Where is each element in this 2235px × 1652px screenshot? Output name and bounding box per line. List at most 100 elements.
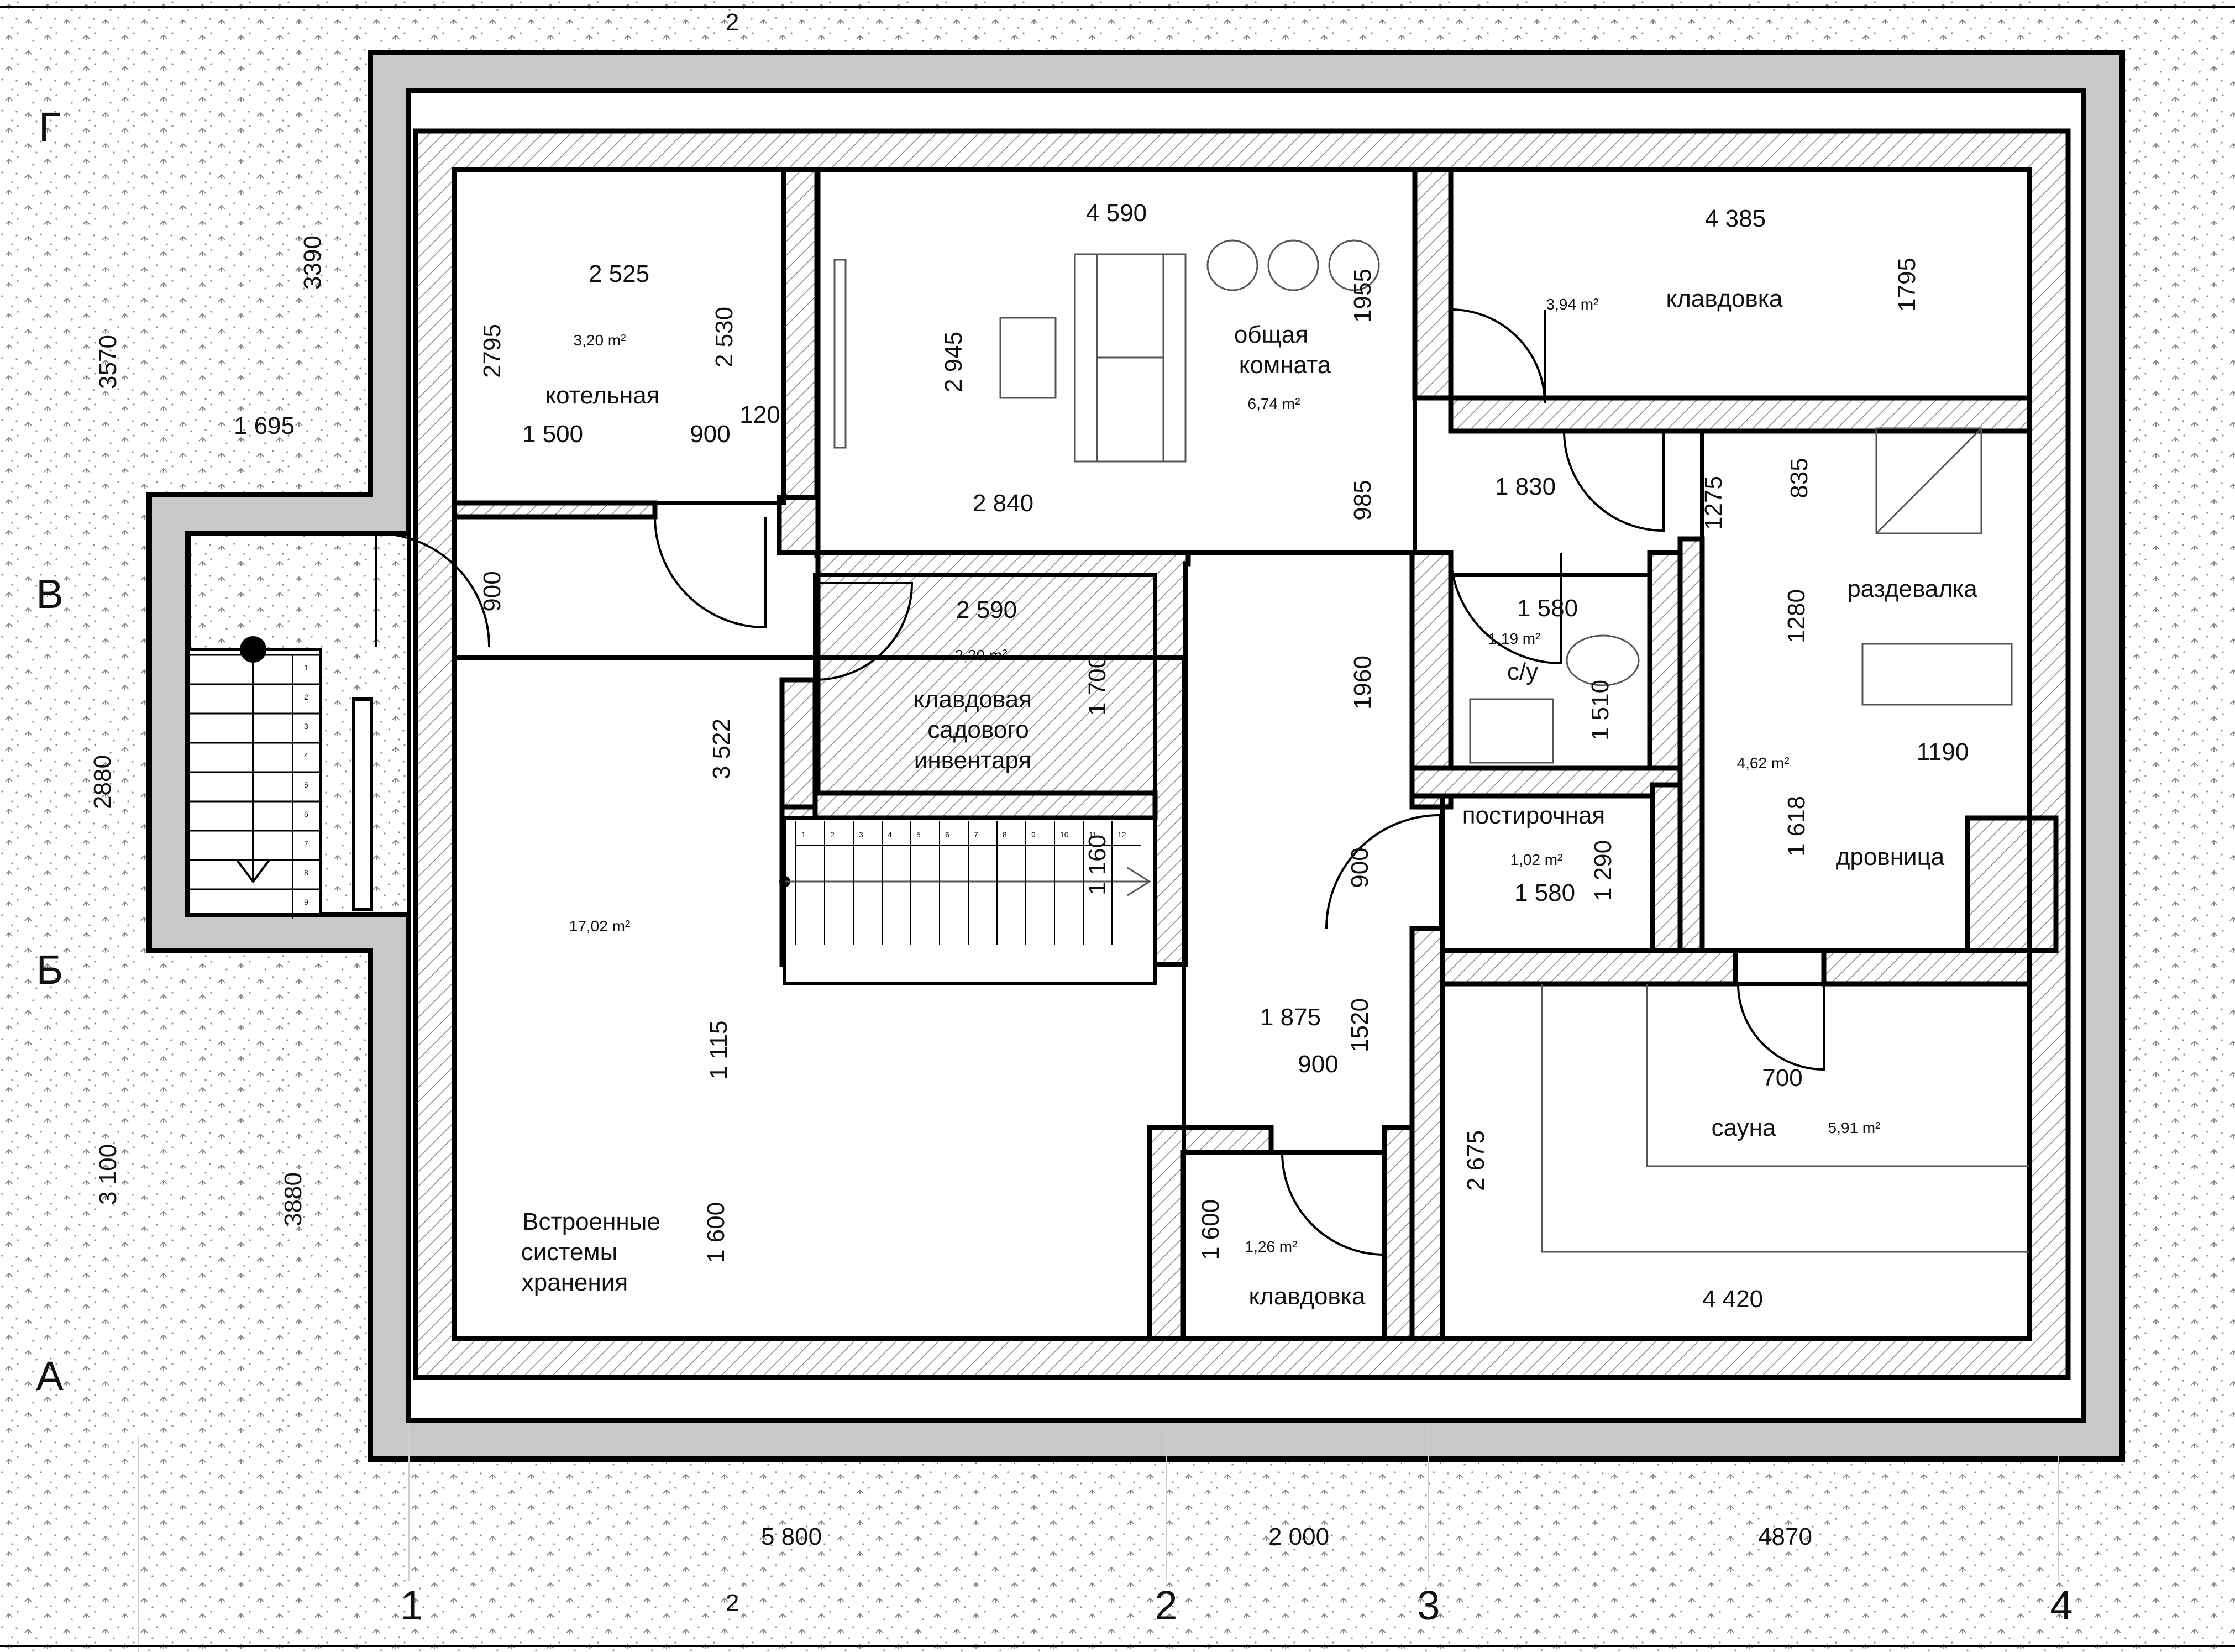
dimension-label: 1275 bbox=[1700, 476, 1727, 530]
pantry-ne-wall bbox=[1448, 395, 2032, 434]
dimension-label: 900 bbox=[479, 571, 506, 611]
room-area: 5,91 m² bbox=[1828, 1119, 1881, 1136]
stair-step-number: 6 bbox=[945, 830, 949, 839]
ground-pattern-bottom-left bbox=[0, 1141, 137, 1652]
column-axis-2: 2 bbox=[1155, 1582, 1177, 1628]
room-area: 1,19 m² bbox=[1488, 630, 1541, 647]
column-axis-3: 3 bbox=[1417, 1582, 1440, 1628]
dimension-label: 2 840 bbox=[973, 490, 1033, 517]
laundry-wall-right bbox=[1650, 782, 1683, 953]
partition-2580 bbox=[1412, 167, 1454, 401]
dimension-label: 1 600 bbox=[1197, 1199, 1224, 1260]
door-pantry-s bbox=[1281, 1152, 1386, 1256]
dimension-label: 700 bbox=[1762, 1064, 1802, 1092]
woodshed-wall bbox=[1965, 815, 2059, 953]
stair-step-number: 5 bbox=[916, 830, 921, 839]
room-name: дровница bbox=[1836, 843, 1945, 870]
stair-step-number: 8 bbox=[1003, 830, 1007, 839]
sink-icon bbox=[1469, 698, 1554, 764]
dimension-label: 1 875 bbox=[1260, 1004, 1321, 1031]
row-axis-A: А bbox=[36, 1353, 64, 1399]
dimension-label: 1 510 bbox=[1587, 680, 1614, 741]
toilet-icon bbox=[1566, 634, 1640, 686]
dimension-label: 1 600 bbox=[702, 1202, 730, 1263]
wc-wall bbox=[1409, 550, 1454, 810]
ground-pattern-top-left bbox=[0, 0, 137, 290]
dimension-label: 2880 bbox=[89, 755, 116, 809]
dimension-label: 1 618 bbox=[1783, 796, 1810, 857]
dimension-label: 1 830 bbox=[1495, 473, 1556, 500]
boiler-wall-right bbox=[781, 167, 820, 522]
stair-step-number: 12 bbox=[1118, 830, 1126, 839]
room-area: 17,02 m² bbox=[569, 917, 631, 935]
room-name: общая bbox=[1234, 321, 1308, 348]
dimension-label: 4870 bbox=[1758, 1523, 1812, 1550]
stair-step-number: 5 bbox=[304, 780, 308, 789]
stair-step-number: 6 bbox=[304, 810, 308, 819]
row-axis-V: В bbox=[36, 571, 63, 617]
stair-step-number: 7 bbox=[974, 830, 978, 839]
stair-arrow bbox=[235, 649, 271, 884]
room-name: клавдовка bbox=[1666, 285, 1783, 312]
stair-step-number: 2 bbox=[304, 693, 308, 701]
room-area: 3,94 m² bbox=[1546, 296, 1599, 313]
room-name: клавдовка bbox=[1249, 1283, 1366, 1310]
dimension-label: 1190 bbox=[1917, 738, 1969, 765]
dimension-label: 3570 bbox=[95, 335, 122, 389]
bench-icon bbox=[1861, 643, 2013, 706]
stair-step-number: 7 bbox=[304, 839, 308, 848]
dimension-label: 1 580 bbox=[1514, 879, 1575, 906]
room-name: раздевалка bbox=[1847, 575, 1977, 602]
sauna-wall-top bbox=[1821, 948, 2032, 987]
wc-wall-right bbox=[1647, 550, 1683, 799]
dimension-labels-vertical: 2795 2 530 2 945 1955 985 1795 1275 835 … bbox=[89, 235, 1921, 1263]
axis-labels: 1 2 3 4 Г В Б А 2 2 bbox=[36, 9, 2073, 1628]
dimension-label: 2 590 bbox=[956, 596, 1017, 623]
dimension-label: 2 945 bbox=[940, 332, 967, 392]
dimension-label: 2795 bbox=[479, 324, 506, 378]
tv-icon bbox=[833, 259, 847, 449]
dimension-label: 3 100 bbox=[95, 1144, 122, 1205]
dimension-label: 3 522 bbox=[708, 719, 735, 779]
dimension-label: 1280 bbox=[1783, 589, 1810, 643]
dimension-labels: 2 525 1 500 900 120 4 590 2 840 4 385 1 … bbox=[234, 200, 1969, 1550]
dimension-label: 120 bbox=[739, 401, 780, 428]
room-area: 1,02 m² bbox=[1510, 851, 1563, 868]
doors bbox=[375, 308, 1825, 1256]
dimension-label: 900 bbox=[690, 421, 730, 448]
door-pillar bbox=[352, 697, 373, 911]
column-axis-1: 1 bbox=[400, 1582, 423, 1628]
door-entrance bbox=[375, 532, 490, 647]
dimension-label: 1955 bbox=[1349, 269, 1376, 323]
dimension-label: 1520 bbox=[1346, 998, 1373, 1052]
dimension-label: 1 700 bbox=[1084, 655, 1111, 716]
room-name: комната bbox=[1239, 352, 1331, 379]
stair-step-number: 1 bbox=[304, 663, 308, 672]
stair-step-number: 4 bbox=[304, 751, 308, 760]
room-area: 1,26 m² bbox=[1245, 1238, 1298, 1255]
stair-step-number: 3 bbox=[304, 722, 308, 731]
room-name: инвентаря bbox=[914, 747, 1031, 774]
room-name: садового bbox=[927, 716, 1029, 743]
stair-step-number: 9 bbox=[1031, 830, 1036, 839]
room-name: системы bbox=[521, 1239, 618, 1266]
dimension-label: 5 800 bbox=[761, 1523, 822, 1550]
door-pantry-ne bbox=[1450, 308, 1546, 404]
room-name: котельная bbox=[545, 382, 659, 409]
stair-step-number: 2 bbox=[830, 830, 835, 839]
wc-wall-bottom bbox=[1409, 765, 1683, 799]
axis-lines bbox=[138, 1426, 2059, 1652]
dimension-label: 1 695 bbox=[234, 412, 295, 439]
laundry-wall-left bbox=[1409, 926, 1445, 1341]
room-name: сауна bbox=[1712, 1114, 1776, 1141]
dimension-label: 2 530 bbox=[711, 307, 738, 368]
center-stair-arrow bbox=[785, 867, 1151, 896]
dimension-label: 1960 bbox=[1349, 655, 1376, 710]
dimension-label: 2 525 bbox=[589, 260, 649, 287]
inner-slab bbox=[407, 89, 2086, 1423]
top-marker: 2 bbox=[726, 9, 739, 36]
dimension-label: 2 675 bbox=[1462, 1130, 1489, 1191]
column-axis-4: 4 bbox=[2050, 1582, 2073, 1628]
